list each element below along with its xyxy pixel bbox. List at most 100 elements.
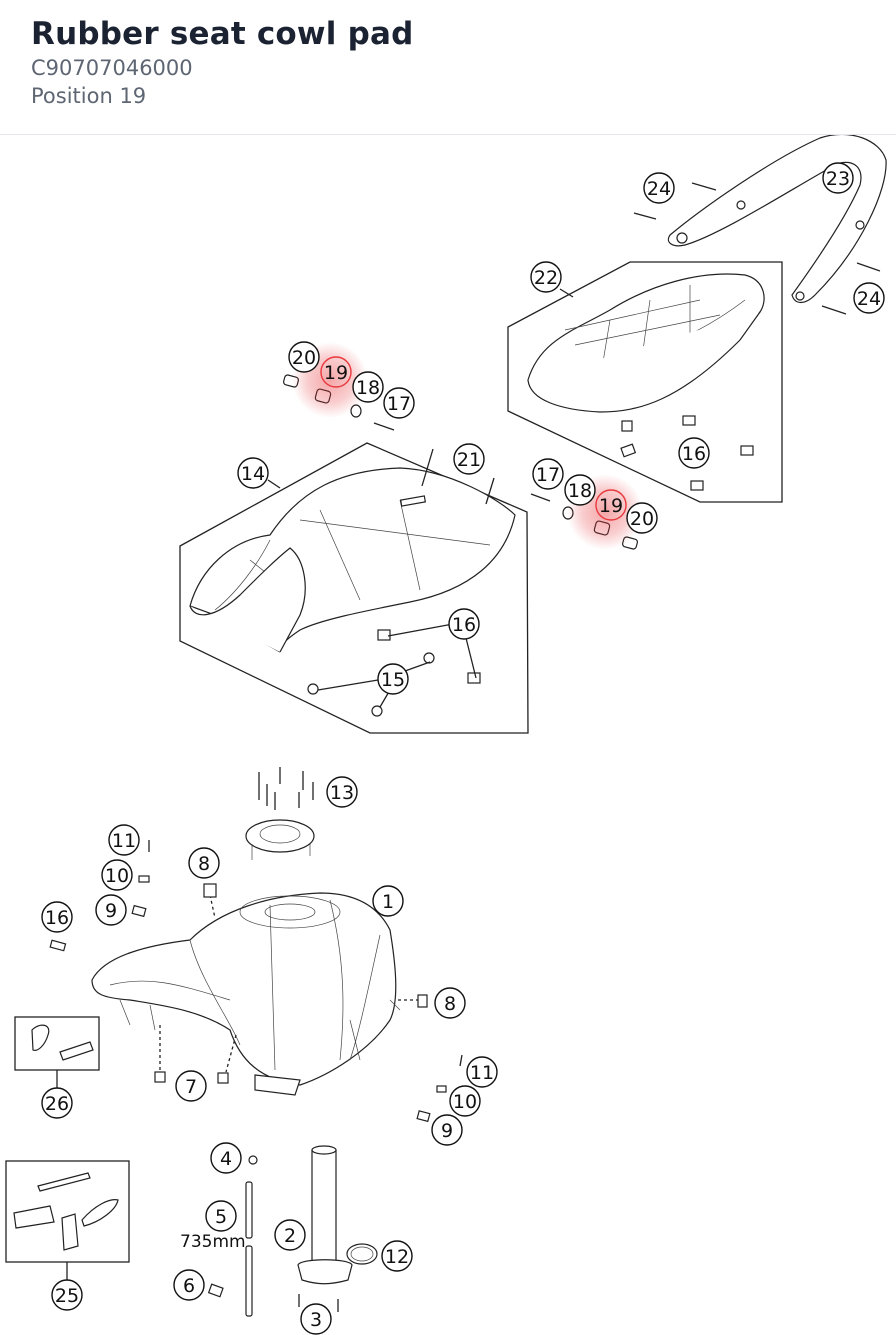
callout-20[interactable]: 20 bbox=[288, 341, 320, 373]
exploded-parts-diagram: 735mm 2423222420191817161421171819201615… bbox=[5, 135, 887, 1335]
callout-label: 9 bbox=[441, 1120, 453, 1142]
callout-circle bbox=[372, 885, 404, 917]
callout-label: 16 bbox=[45, 907, 69, 929]
callout-6[interactable]: 6 bbox=[173, 1269, 205, 1301]
callout-1[interactable]: 1 bbox=[372, 885, 404, 917]
callout-20[interactable]: 20 bbox=[626, 502, 658, 534]
callout-circle bbox=[237, 457, 269, 489]
callout-label: 5 bbox=[215, 1206, 227, 1228]
callout-circle bbox=[449, 1085, 481, 1117]
callout-11[interactable]: 11 bbox=[108, 824, 140, 856]
callout-circle bbox=[678, 437, 710, 469]
callout-label: 11 bbox=[112, 830, 136, 852]
callout-label: 14 bbox=[241, 463, 265, 485]
callout-18[interactable]: 18 bbox=[564, 474, 596, 506]
callout-circle bbox=[448, 608, 480, 640]
callout-circle bbox=[173, 1269, 205, 1301]
callout-label: 18 bbox=[568, 480, 592, 502]
callout-label: 12 bbox=[385, 1246, 409, 1268]
callout-label: 16 bbox=[452, 614, 476, 636]
callout-8[interactable]: 8 bbox=[434, 987, 466, 1019]
callout-circle bbox=[434, 987, 466, 1019]
filler-cap-group bbox=[245, 767, 315, 860]
callout-circle bbox=[205, 1200, 237, 1232]
callout-label: 8 bbox=[444, 993, 456, 1015]
callout-circle bbox=[95, 894, 127, 926]
callout-16[interactable]: 16 bbox=[678, 437, 710, 469]
part-title: Rubber seat cowl pad bbox=[31, 16, 414, 52]
callout-25[interactable]: 25 bbox=[51, 1279, 83, 1311]
callout-3[interactable]: 3 bbox=[300, 1303, 332, 1335]
callout-label: 23 bbox=[826, 168, 850, 190]
callout-circle bbox=[643, 172, 675, 204]
callout-circle bbox=[41, 1087, 73, 1119]
callout-circle bbox=[595, 489, 627, 521]
callout-label: 6 bbox=[183, 1275, 195, 1297]
callout-circle bbox=[108, 824, 140, 856]
callout-label: 4 bbox=[220, 1148, 232, 1170]
callout-8[interactable]: 8 bbox=[188, 847, 220, 879]
callout-7[interactable]: 7 bbox=[175, 1070, 207, 1102]
callout-label: 18 bbox=[356, 377, 380, 399]
callout-label: 8 bbox=[198, 853, 210, 875]
callout-16[interactable]: 16 bbox=[448, 608, 480, 640]
callout-5[interactable]: 5 bbox=[205, 1200, 237, 1232]
callout-label: 15 bbox=[381, 669, 405, 691]
callout-13[interactable]: 13 bbox=[326, 776, 358, 808]
callout-label: 17 bbox=[387, 393, 411, 415]
callout-17[interactable]: 17 bbox=[532, 458, 564, 490]
callout-17[interactable]: 17 bbox=[383, 387, 415, 419]
callout-22[interactable]: 22 bbox=[530, 261, 562, 293]
callout-label: 3 bbox=[310, 1309, 322, 1331]
callout-label: 25 bbox=[55, 1285, 79, 1307]
callout-label: 22 bbox=[534, 267, 558, 289]
leader-lines bbox=[267, 288, 574, 708]
callout-label: 2 bbox=[284, 1225, 296, 1247]
callout-9[interactable]: 9 bbox=[431, 1114, 463, 1146]
callout-24[interactable]: 24 bbox=[853, 282, 885, 314]
callout-19[interactable]: 19 bbox=[320, 356, 352, 388]
callout-label: 26 bbox=[45, 1093, 69, 1115]
callout-11[interactable]: 11 bbox=[466, 1056, 498, 1088]
dimension-label: 735mm bbox=[180, 1232, 246, 1252]
rear-seat-group bbox=[507, 261, 783, 503]
callout-18[interactable]: 18 bbox=[352, 371, 384, 403]
callout-circle bbox=[326, 776, 358, 808]
fuel-pump-group bbox=[207, 1145, 378, 1317]
callout-label: 24 bbox=[647, 178, 671, 200]
callout-24[interactable]: 24 bbox=[643, 172, 675, 204]
callout-label: 10 bbox=[105, 865, 129, 887]
callout-label: 24 bbox=[857, 288, 881, 310]
callout-14[interactable]: 14 bbox=[237, 457, 269, 489]
part-header: Rubber seat cowl pad C90707046000 Positi… bbox=[0, 0, 896, 135]
callout-label: 21 bbox=[457, 449, 481, 471]
callout-circle bbox=[320, 356, 352, 388]
callout-circle bbox=[210, 1142, 242, 1174]
callout-21[interactable]: 21 bbox=[453, 443, 485, 475]
callout-circle bbox=[431, 1114, 463, 1146]
callout-10[interactable]: 10 bbox=[449, 1085, 481, 1117]
callout-23[interactable]: 23 bbox=[822, 162, 854, 194]
callout-circle bbox=[288, 341, 320, 373]
callout-9[interactable]: 9 bbox=[95, 894, 127, 926]
callout-19[interactable]: 19 bbox=[595, 489, 627, 521]
fuel-tank-group bbox=[91, 883, 428, 1096]
callout-label: 19 bbox=[599, 495, 623, 517]
callout-4[interactable]: 4 bbox=[210, 1142, 242, 1174]
callout-15[interactable]: 15 bbox=[377, 663, 409, 695]
part-position: Position 19 bbox=[31, 84, 147, 108]
callout-circle bbox=[188, 847, 220, 879]
callout-10[interactable]: 10 bbox=[101, 859, 133, 891]
callout-label: 20 bbox=[630, 508, 654, 530]
callout-26[interactable]: 26 bbox=[41, 1087, 73, 1119]
callout-2[interactable]: 2 bbox=[274, 1219, 306, 1251]
callout-circle bbox=[41, 901, 73, 933]
callout-circle bbox=[352, 371, 384, 403]
callout-circle bbox=[532, 458, 564, 490]
callout-12[interactable]: 12 bbox=[381, 1240, 413, 1272]
callout-label: 16 bbox=[682, 443, 706, 465]
callout-label: 19 bbox=[324, 362, 348, 384]
callout-16[interactable]: 16 bbox=[41, 901, 73, 933]
callout-circle bbox=[377, 663, 409, 695]
